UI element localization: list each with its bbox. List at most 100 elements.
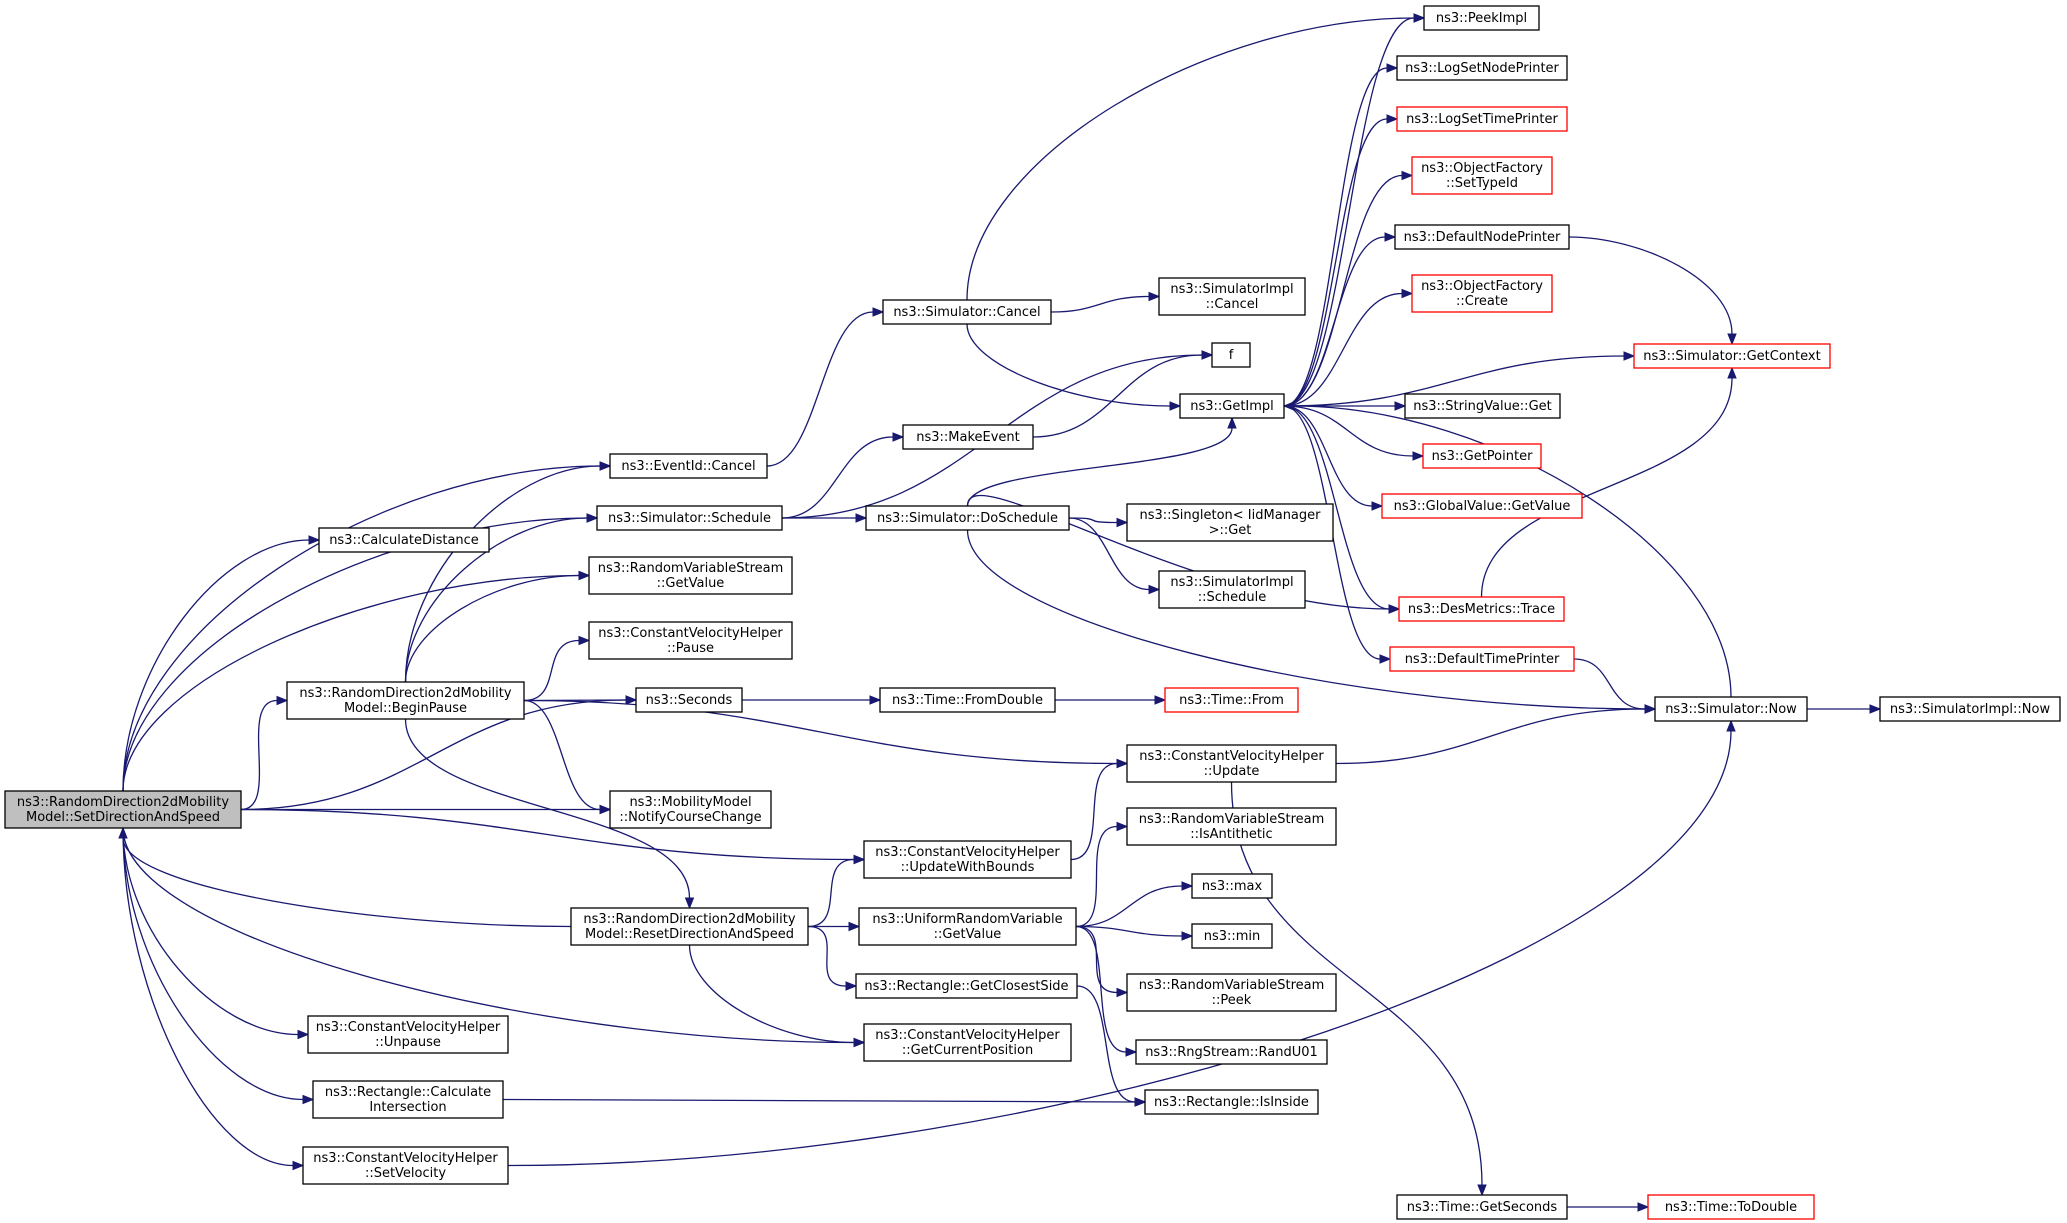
node-simimpl_cancel[interactable]: ns3::SimulatorImpl::Cancel (1158, 277, 1306, 316)
node-of_create[interactable]: ns3::ObjectFactory::Create (1411, 274, 1553, 313)
node-box-rvs_isanti[interactable] (1126, 807, 1337, 846)
node-box-time_todouble[interactable] (1647, 1194, 1815, 1220)
node-box-min[interactable] (1191, 923, 1273, 949)
node-box-rect_closest[interactable] (855, 973, 1078, 999)
node-box-stringvalue_get[interactable] (1404, 393, 1561, 419)
node-box-cvh_pause[interactable] (588, 621, 793, 660)
node-time_from[interactable]: ns3::Time::From (1164, 687, 1299, 713)
node-cvh_pause[interactable]: ns3::ConstantVelocityHelper::Pause (588, 621, 793, 660)
node-desmetrics_trace[interactable]: ns3::DesMetrics::Trace (1398, 596, 1565, 622)
node-box-getpointer[interactable] (1422, 443, 1542, 469)
node-box-globalvalue_get[interactable] (1381, 493, 1583, 519)
node-cvh_getpos[interactable]: ns3::ConstantVelocityHelper::GetCurrentP… (863, 1023, 1072, 1062)
node-simimpl_now[interactable]: ns3::SimulatorImpl::Now (1879, 696, 2061, 722)
node-rect_isinside[interactable]: ns3::Rectangle::IsInside (1144, 1089, 1319, 1115)
node-rect_closest[interactable]: ns3::Rectangle::GetClosestSide (855, 973, 1078, 999)
node-time_todouble[interactable]: ns3::Time::ToDouble (1647, 1194, 1815, 1220)
node-box-time_fromdouble[interactable] (879, 687, 1056, 713)
node-notify_course[interactable]: ns3::MobilityModel::NotifyCourseChange (609, 790, 772, 829)
node-globalvalue_get[interactable]: ns3::GlobalValue::GetValue (1381, 493, 1583, 519)
node-cvh_setvel[interactable]: ns3::ConstantVelocityHelper::SetVelocity (302, 1146, 509, 1185)
node-sim_getcontext[interactable]: ns3::Simulator::GetContext (1633, 343, 1831, 369)
node-box-rect_calc[interactable] (312, 1080, 504, 1119)
node-begin_pause[interactable]: ns3::RandomDirection2dMobilityModel::Beg… (286, 681, 525, 720)
node-getpointer[interactable]: ns3::GetPointer (1422, 443, 1542, 469)
node-log_timeprinter[interactable]: ns3::LogSetTimePrinter (1396, 106, 1568, 132)
node-rvs_isanti[interactable]: ns3::RandomVariableStream::IsAntithetic (1126, 807, 1337, 846)
node-box-rect_isinside[interactable] (1144, 1089, 1319, 1115)
node-box-log_nodeprinter[interactable] (1396, 55, 1568, 81)
node-box-peekimpl[interactable] (1423, 5, 1540, 31)
node-reset_dir[interactable]: ns3::RandomDirection2dMobilityModel::Res… (570, 907, 809, 946)
node-getimpl[interactable]: ns3::GetImpl (1179, 393, 1285, 419)
node-box-desmetrics_trace[interactable] (1398, 596, 1565, 622)
node-cvh_unpause[interactable]: ns3::ConstantVelocityHelper::Unpause (307, 1015, 509, 1054)
node-singleton_get[interactable]: ns3::Singleton< IidManager >::Get (1126, 503, 1334, 542)
node-simimpl_schedule[interactable]: ns3::SimulatorImpl::Schedule (1158, 570, 1306, 609)
node-box-make_event[interactable] (902, 424, 1034, 450)
node-box-rvs_getvalue[interactable] (588, 556, 793, 595)
node-box-of_create[interactable] (1411, 274, 1553, 313)
node-box-simimpl_schedule[interactable] (1158, 570, 1306, 609)
node-log_nodeprinter[interactable]: ns3::LogSetNodePrinter (1396, 55, 1568, 81)
node-box-begin_pause[interactable] (286, 681, 525, 720)
node-make_event[interactable]: ns3::MakeEvent (902, 424, 1034, 450)
node-box-sim_getcontext[interactable] (1633, 343, 1831, 369)
node-box-urv_getvalue[interactable] (858, 907, 1077, 946)
node-box-sim_schedule[interactable] (596, 505, 783, 531)
node-box-cvh_getpos[interactable] (863, 1023, 1072, 1062)
node-cvh_update[interactable]: ns3::ConstantVelocityHelper::Update (1126, 744, 1337, 783)
node-box-simimpl_cancel[interactable] (1158, 277, 1306, 316)
node-box-cvh_setvel[interactable] (302, 1146, 509, 1185)
node-eventid_cancel[interactable]: ns3::EventId::Cancel (609, 453, 768, 479)
node-box-reset_dir[interactable] (570, 907, 809, 946)
node-box-time_from[interactable] (1164, 687, 1299, 713)
node-calc_distance[interactable]: ns3::CalculateDistance (318, 527, 490, 553)
node-box-cvh_updatebounds[interactable] (863, 840, 1072, 879)
node-box-sim_doschedule[interactable] (865, 505, 1070, 531)
node-time_fromdouble[interactable]: ns3::Time::FromDouble (879, 687, 1056, 713)
node-box-time_getseconds[interactable] (1396, 1194, 1568, 1220)
node-sim_doschedule[interactable]: ns3::Simulator::DoSchedule (865, 505, 1070, 531)
node-sim_cancel[interactable]: ns3::Simulator::Cancel (882, 299, 1052, 325)
node-box-rvs_peek[interactable] (1126, 973, 1337, 1012)
node-of_settypeid[interactable]: ns3::ObjectFactory::SetTypeId (1411, 156, 1553, 195)
node-f[interactable]: f (1211, 342, 1251, 368)
node-min[interactable]: ns3::min (1191, 923, 1273, 949)
node-box-default_timeprinter[interactable] (1389, 646, 1575, 672)
node-rng_randu01[interactable]: ns3::RngStream::RandU01 (1135, 1039, 1328, 1065)
node-root[interactable]: ns3::RandomDirection2dMobilityModel::Set… (4, 790, 242, 829)
node-max[interactable]: ns3::max (1191, 873, 1273, 899)
node-cvh_updatebounds[interactable]: ns3::ConstantVelocityHelper::UpdateWithB… (863, 840, 1072, 879)
node-box-max[interactable] (1191, 873, 1273, 899)
node-stringvalue_get[interactable]: ns3::StringValue::Get (1404, 393, 1561, 419)
node-sim_schedule[interactable]: ns3::Simulator::Schedule (596, 505, 783, 531)
node-box-f[interactable] (1211, 342, 1251, 368)
node-box-of_settypeid[interactable] (1411, 156, 1553, 195)
node-box-root[interactable] (4, 790, 242, 829)
node-default_nodeprinter[interactable]: ns3::DefaultNodePrinter (1394, 224, 1570, 250)
node-box-sim_now[interactable] (1654, 696, 1808, 722)
node-rvs_peek[interactable]: ns3::RandomVariableStream::Peek (1126, 973, 1337, 1012)
node-box-sim_cancel[interactable] (882, 299, 1052, 325)
node-urv_getvalue[interactable]: ns3::UniformRandomVariable::GetValue (858, 907, 1077, 946)
node-box-simimpl_now[interactable] (1879, 696, 2061, 722)
node-box-cvh_unpause[interactable] (307, 1015, 509, 1054)
node-box-seconds[interactable] (635, 687, 743, 713)
node-box-notify_course[interactable] (609, 790, 772, 829)
node-box-cvh_update[interactable] (1126, 744, 1337, 783)
node-box-eventid_cancel[interactable] (609, 453, 768, 479)
node-box-rng_randu01[interactable] (1135, 1039, 1328, 1065)
node-box-default_nodeprinter[interactable] (1394, 224, 1570, 250)
node-box-log_timeprinter[interactable] (1396, 106, 1568, 132)
node-peekimpl[interactable]: ns3::PeekImpl (1423, 5, 1540, 31)
node-time_getseconds[interactable]: ns3::Time::GetSeconds (1396, 1194, 1568, 1220)
node-rvs_getvalue[interactable]: ns3::RandomVariableStream::GetValue (588, 556, 793, 595)
node-box-getimpl[interactable] (1179, 393, 1285, 419)
node-box-calc_distance[interactable] (318, 527, 490, 553)
node-sim_now[interactable]: ns3::Simulator::Now (1654, 696, 1808, 722)
node-default_timeprinter[interactable]: ns3::DefaultTimePrinter (1389, 646, 1575, 672)
node-box-singleton_get[interactable] (1126, 503, 1334, 542)
node-seconds[interactable]: ns3::Seconds (635, 687, 743, 713)
